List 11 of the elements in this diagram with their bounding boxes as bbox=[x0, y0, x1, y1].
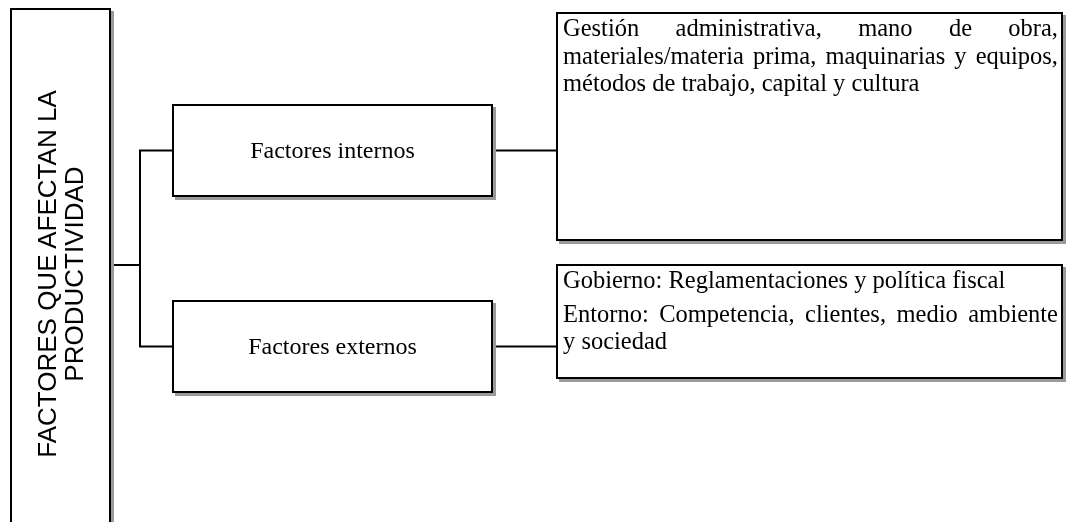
category-box bbox=[172, 300, 493, 393]
title-text: FACTORES QUE AFECTAN LA PRODUCTIVIDAD bbox=[33, 89, 88, 460]
detail-text: Gestión administrativa, mano de obra, materiales/materia prima, maquinarias y equipos, métodos de trabajo, capital y cultura bbox=[563, 14, 1058, 97]
detail-text: Gobierno: Reglamentaciones y política fiscal bbox=[563, 266, 1007, 294]
category-label: Factores internos bbox=[250, 137, 415, 164]
detail-box bbox=[556, 12, 1063, 241]
title-box bbox=[10, 8, 111, 522]
category-box bbox=[172, 104, 493, 197]
detail-text: Entorno: Competencia, clientes, medio ambiente y sociedad bbox=[563, 299, 1058, 355]
detail-box bbox=[556, 264, 1063, 379]
category-label: Factores externos bbox=[248, 333, 417, 360]
